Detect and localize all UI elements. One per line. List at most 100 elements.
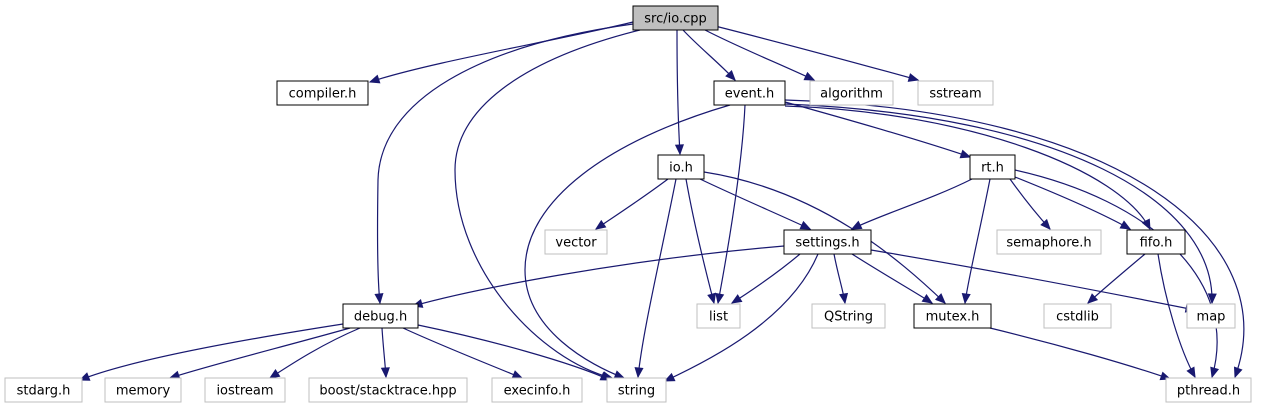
node-stacktrace[interactable]: boost/stacktrace.hpp — [308, 377, 468, 403]
node-list[interactable]: list — [696, 303, 741, 329]
node-mutex-h[interactable]: mutex.h — [913, 303, 992, 329]
node-box — [1165, 377, 1252, 403]
node-cstdlib[interactable]: cstdlib — [1043, 303, 1112, 329]
dependency-edges — [78, 21, 1245, 382]
node-box — [104, 377, 182, 403]
edge-io-cpp-to-compiler-h-arrowhead — [368, 74, 381, 84]
edge-event-h-to-map-arrowhead — [1207, 293, 1217, 305]
edge-io-cpp-to-sstream-arrowhead — [907, 73, 920, 82]
edge-settings-h-to-list-arrowhead — [730, 294, 743, 304]
edge-io-cpp-to-io-h — [676, 29, 681, 155]
node-box — [204, 377, 286, 403]
edge-debug-h-to-stacktrace-arrowhead — [380, 367, 390, 379]
edge-fifo-h-to-pthread-h — [1157, 253, 1196, 378]
node-label: fifo.h — [1140, 236, 1173, 251]
node-compiler-h[interactable]: compiler.h — [276, 80, 369, 106]
edge-mutex-h-to-pthread-h — [989, 327, 1171, 380]
node-label: cstdlib — [1056, 310, 1099, 325]
edge-io-cpp-to-sstream — [714, 25, 919, 81]
edge-debug-h-to-string — [417, 324, 611, 381]
edge-debug-h-to-iostream — [269, 327, 361, 379]
node-label: pthread.h — [1177, 384, 1240, 399]
node-box — [917, 80, 994, 106]
edge-event-h-to-pthread-h — [784, 99, 1245, 378]
dependency-nodes: src/io.cpp compiler.h event.h algorithm sstr… — [4, 5, 1252, 403]
node-box — [713, 80, 786, 106]
node-string[interactable]: string — [606, 377, 667, 403]
node-label: memory — [116, 384, 171, 399]
edge-event-h-to-map — [784, 103, 1213, 304]
node-label: compiler.h — [289, 87, 357, 102]
node-semaphore-h[interactable]: semaphore.h — [996, 229, 1102, 255]
edge-rt-h-to-fifo-h — [1014, 176, 1131, 230]
edge-io-cpp-to-event-h-arrowhead — [725, 69, 736, 81]
edge-event-h-to-fifo-h — [784, 105, 1151, 230]
edge-settings-h-to-mutex-h-arrowhead — [921, 294, 934, 304]
node-box — [342, 303, 419, 329]
edge-rt-h-to-mutex-h — [964, 178, 991, 304]
node-label: string — [618, 384, 655, 399]
edge-rt-h-to-pthread-h — [1014, 169, 1218, 378]
edge-io-cpp-to-debug-h — [377, 23, 634, 304]
node-label: vector — [555, 236, 597, 251]
edge-settings-h-to-string-arrowhead — [663, 372, 676, 382]
edge-event-h-to-rt-h — [784, 101, 971, 158]
edge-io-cpp-to-io-h-arrowhead — [674, 144, 684, 156]
node-label: src/io.cpp — [644, 12, 706, 27]
edge-fifo-h-to-cstdlib — [1087, 253, 1146, 304]
edge-io-cpp-to-debug-h-arrowhead — [374, 293, 384, 305]
node-box — [783, 229, 872, 255]
node-pthread-h[interactable]: pthread.h — [1165, 377, 1252, 403]
edge-io-h-to-settings-h-arrowhead — [799, 220, 812, 230]
edge-debug-h-to-stdarg-h — [79, 323, 344, 381]
edge-io-h-to-vector — [595, 178, 669, 230]
node-label: settings.h — [795, 236, 859, 251]
node-vector[interactable]: vector — [544, 229, 608, 255]
edge-event-h-to-list — [717, 104, 746, 304]
node-rt-h[interactable]: rt.h — [969, 154, 1016, 180]
edge-io-cpp-to-algorithm-arrowhead — [803, 71, 816, 81]
node-label: QString — [824, 310, 873, 325]
node-io-cpp[interactable]: src/io.cpp — [632, 5, 719, 31]
node-label: stdarg.h — [17, 384, 71, 399]
node-box — [996, 229, 1102, 255]
node-label: io.h — [669, 161, 693, 176]
node-label: map — [1197, 310, 1226, 325]
node-box — [276, 80, 369, 106]
node-execinfo-h[interactable]: execinfo.h — [491, 377, 583, 403]
node-stdarg-h[interactable]: stdarg.h — [4, 377, 83, 403]
edge-fifo-h-to-cstdlib-arrowhead — [1087, 293, 1099, 304]
node-event-h[interactable]: event.h — [713, 80, 786, 106]
edge-io-h-to-string — [637, 178, 677, 378]
node-settings-h[interactable]: settings.h — [783, 229, 872, 255]
edge-settings-h-to-mutex-h — [851, 253, 933, 304]
node-label: sstream — [929, 87, 981, 102]
node-label: rt.h — [981, 161, 1004, 176]
edge-io-h-to-mutex-h — [703, 171, 946, 304]
node-io-h[interactable]: io.h — [657, 154, 705, 180]
node-label: iostream — [216, 384, 273, 399]
edge-io-cpp-to-string — [454, 29, 641, 379]
node-map[interactable]: map — [1186, 303, 1236, 329]
node-debug-h[interactable]: debug.h — [342, 303, 419, 329]
edge-event-h-to-list-arrowhead — [715, 292, 725, 305]
edge-io-cpp-to-event-h — [682, 29, 736, 81]
edge-settings-h-to-list — [731, 253, 801, 304]
node-box — [657, 154, 705, 180]
edge-rt-h-to-settings-h-arrowhead — [850, 220, 863, 230]
edge-settings-h-to-map — [870, 249, 1196, 311]
node-label: event.h — [725, 87, 774, 102]
node-qstring[interactable]: QString — [811, 303, 886, 329]
node-iostream[interactable]: iostream — [204, 377, 286, 403]
edge-io-h-to-mutex-h-arrowhead — [934, 293, 946, 304]
edge-rt-h-to-semaphore-h — [1009, 178, 1051, 230]
node-memory[interactable]: memory — [104, 377, 182, 403]
node-label: execinfo.h — [504, 384, 571, 399]
edge-rt-h-to-fifo-h-arrowhead — [1119, 220, 1132, 230]
node-sstream[interactable]: sstream — [917, 80, 994, 106]
edge-settings-h-to-debug-h — [412, 245, 785, 307]
node-algorithm[interactable]: algorithm — [809, 80, 894, 106]
node-fifo-h[interactable]: fifo.h — [1126, 229, 1186, 255]
edge-rt-h-to-pthread-h-arrowhead — [1210, 366, 1220, 379]
